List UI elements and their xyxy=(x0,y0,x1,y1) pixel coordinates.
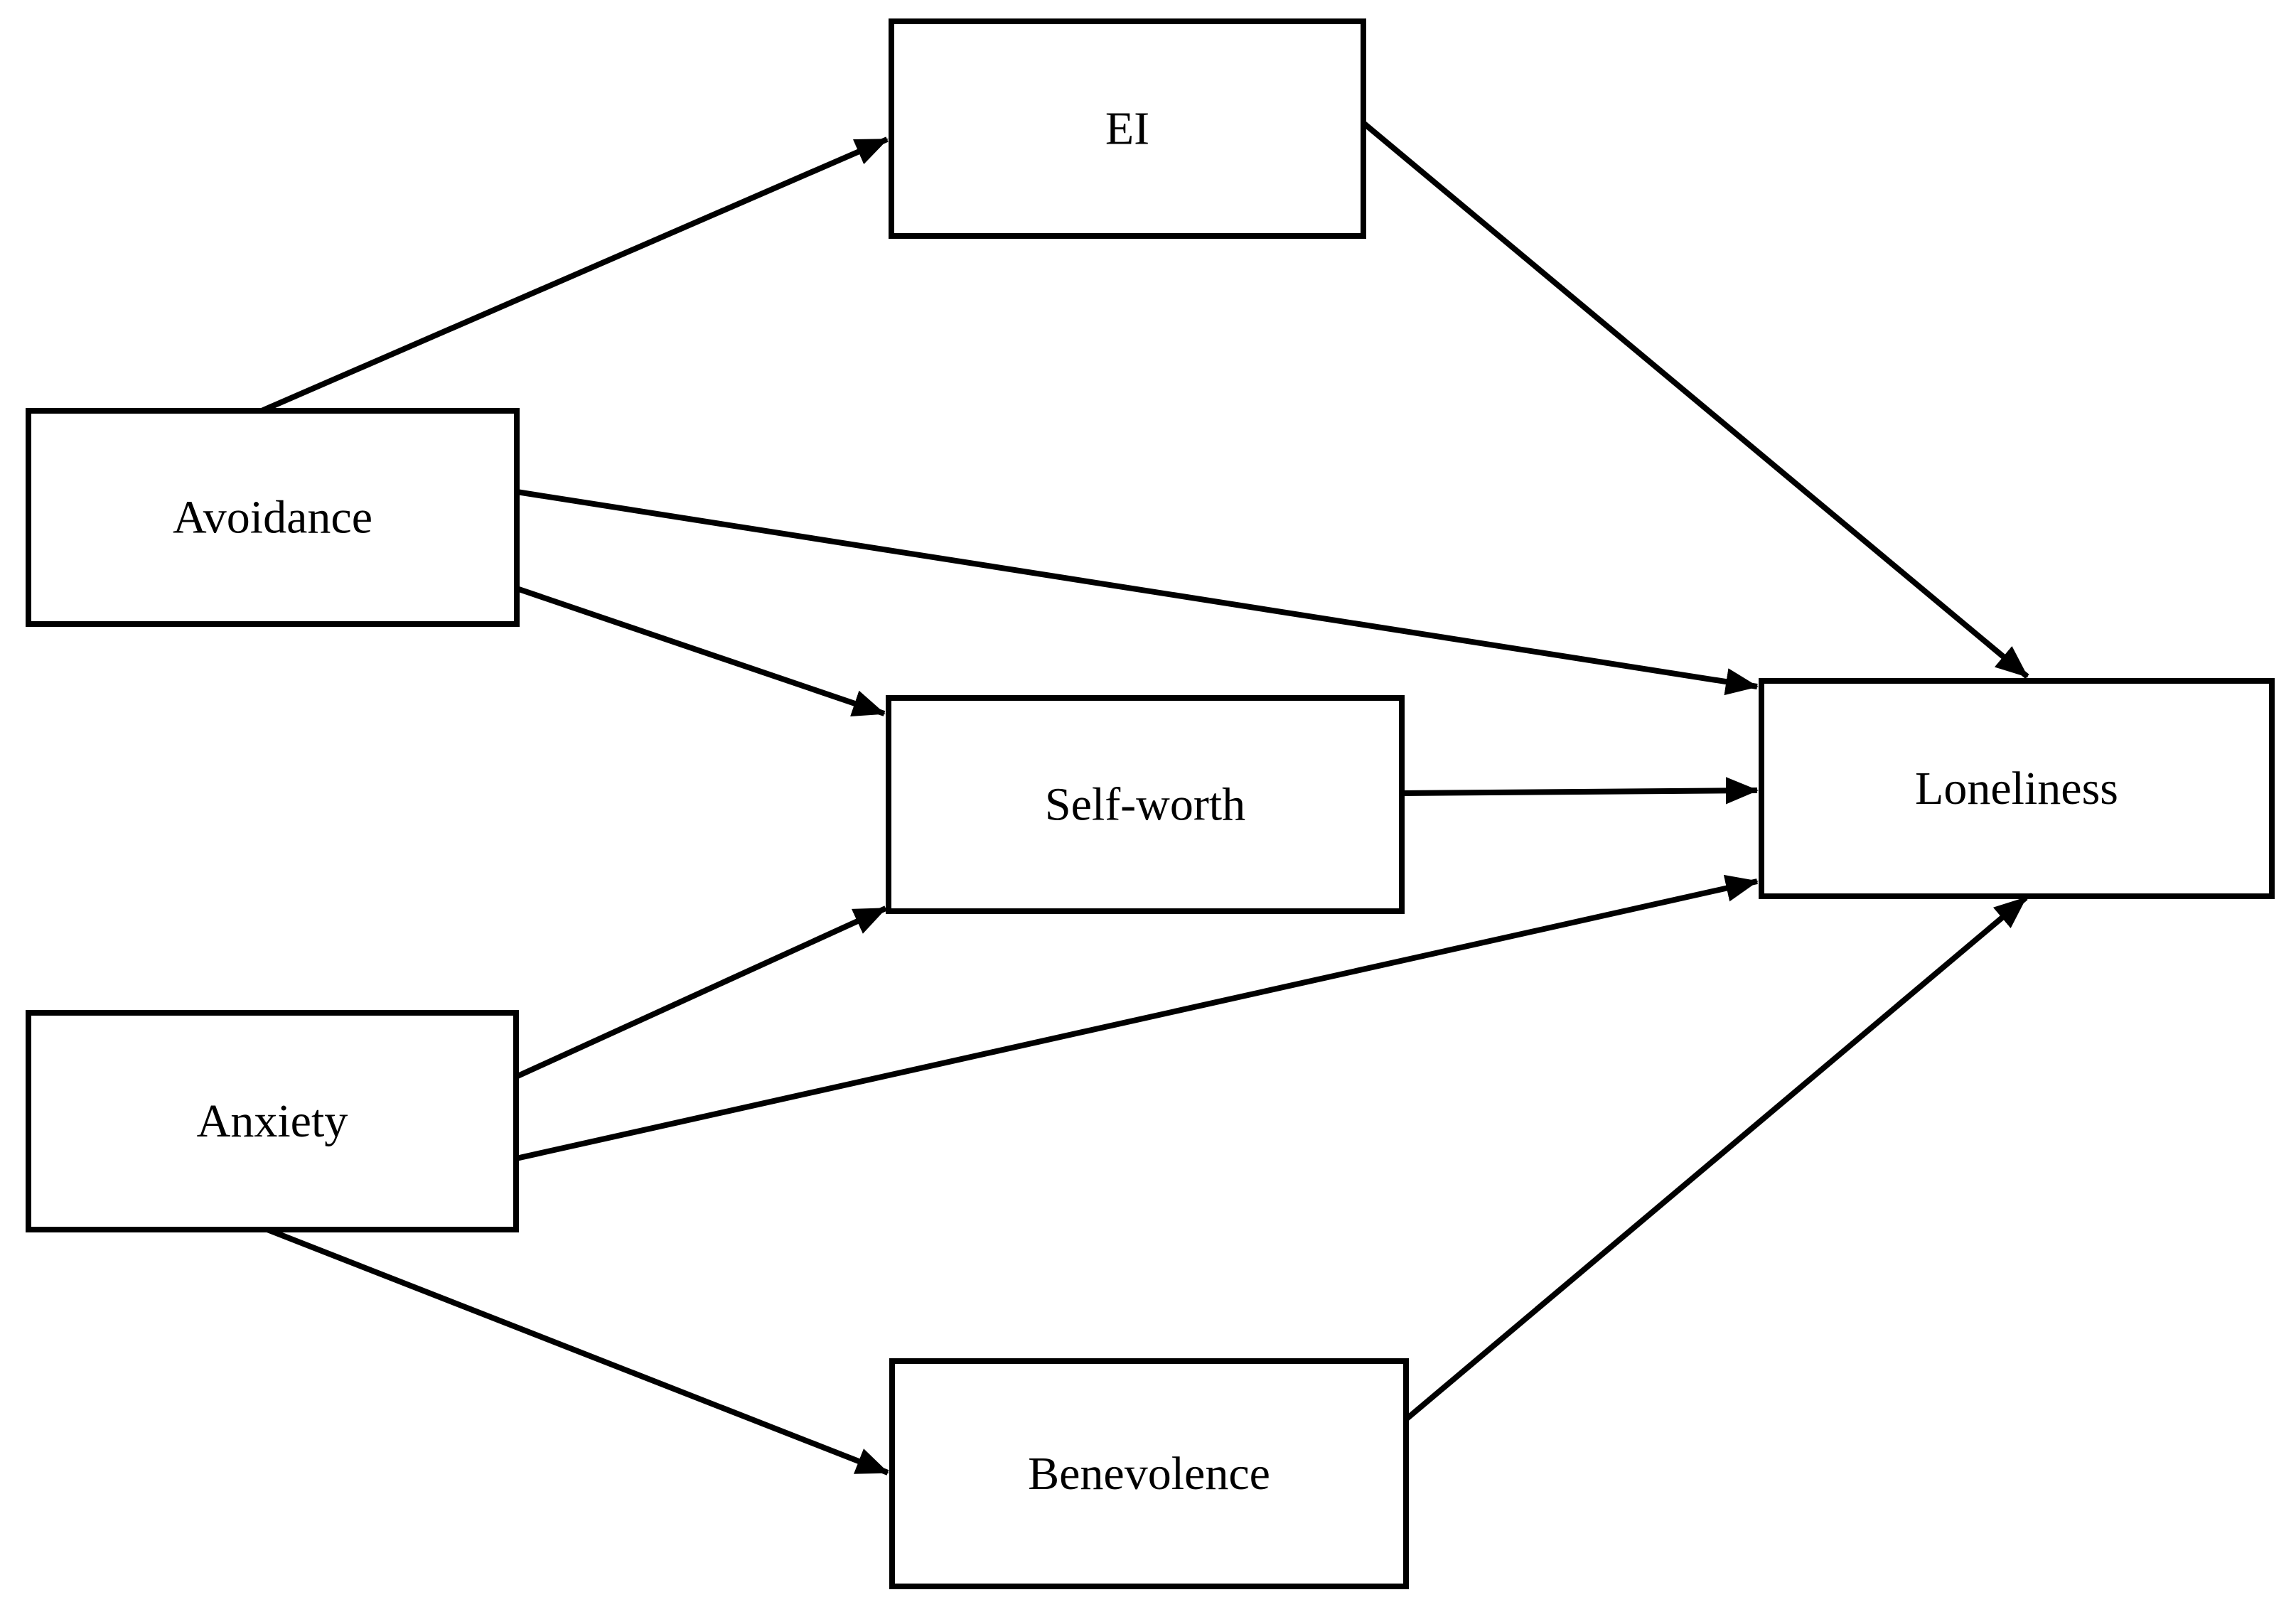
edge-anxiety-to-loneliness xyxy=(515,874,1759,1161)
node-label-benevolence: Benevolence xyxy=(1028,1448,1270,1500)
node-loneliness: Loneliness xyxy=(1759,678,2275,899)
node-label-ei: EI xyxy=(1105,103,1149,155)
edges-layer xyxy=(260,120,2029,1476)
edge-avoidance-to-loneliness xyxy=(516,489,1759,696)
edge-benevolence-to-loneliness xyxy=(1404,895,2028,1422)
node-label-selfworth: Self-worth xyxy=(1045,779,1245,831)
node-selfworth: Self-worth xyxy=(886,695,1405,914)
node-anxiety: Anxiety xyxy=(26,1010,519,1232)
edge-ei-to-loneliness xyxy=(1361,120,2029,679)
node-box-ei xyxy=(889,18,1366,239)
node-box-selfworth xyxy=(886,695,1405,914)
node-label-loneliness: Loneliness xyxy=(1915,763,2118,815)
node-box-avoidance xyxy=(26,408,520,627)
node-box-anxiety xyxy=(26,1010,519,1232)
edge-anxiety-to-benevolence xyxy=(266,1227,889,1476)
node-label-avoidance: Avoidance xyxy=(173,492,372,544)
node-box-benevolence xyxy=(889,1358,1409,1589)
node-label-anxiety: Anxiety xyxy=(197,1095,348,1147)
node-avoidance: Avoidance xyxy=(26,408,520,627)
node-box-loneliness xyxy=(1759,678,2275,899)
node-ei: EI xyxy=(889,18,1366,239)
edge-selfworth-to-loneliness xyxy=(1401,777,1759,805)
edge-avoidance-to-ei xyxy=(260,136,889,414)
edge-anxiety-to-selfworth xyxy=(515,905,887,1080)
node-benevolence: Benevolence xyxy=(889,1358,1409,1589)
edge-avoidance-to-selfworth xyxy=(515,586,886,716)
